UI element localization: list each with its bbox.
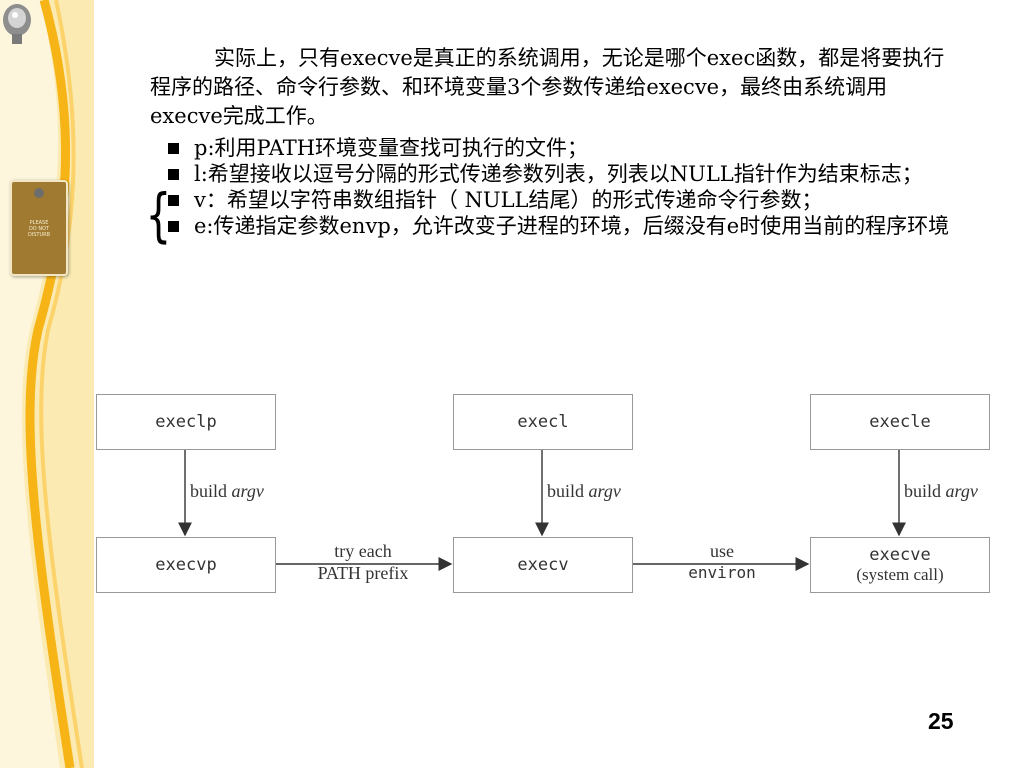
slide-text: 实际上，只有execve是真正的系统调用，无论是哪个exec函数，都是将要执行程… — [150, 44, 950, 239]
decorative-sidebar: PLEASE DO NOT DISTURB — [0, 0, 94, 768]
door-knob-icon — [3, 4, 31, 44]
edge-label-try-each: try each PATH prefix — [300, 540, 426, 584]
box-label: execve — [869, 545, 931, 565]
edge-label-build-argv-3: build argv — [904, 480, 978, 502]
do-not-disturb-sign: PLEASE DO NOT DISTURB — [10, 180, 68, 276]
bullet-square-icon — [168, 169, 179, 180]
bullet-square-icon — [168, 143, 179, 154]
box-execv: execv — [453, 537, 633, 593]
page-number: 25 — [928, 708, 954, 734]
bullet-square-icon — [168, 195, 179, 206]
box-label: execlp — [155, 412, 217, 432]
box-label: execl — [517, 412, 569, 432]
edge-label-build-argv-2: build argv — [547, 480, 621, 502]
list-item-text: v：希望以字符串数组指针（ NULL结尾）的形式传递命令行参数； — [194, 188, 823, 212]
curly-brace: { — [145, 181, 172, 249]
sign-hole — [34, 188, 44, 198]
list-item-text: p:利用PATH环境变量查找可执行的文件； — [194, 136, 589, 160]
suffix-list: p:利用PATH环境变量查找可执行的文件； l:希望接收以逗号分隔的形式传递参数… — [150, 135, 950, 239]
list-item-l: l:希望接收以逗号分隔的形式传递参数列表，列表以NULL指针作为结束标志； — [150, 161, 950, 187]
edge-text: build — [190, 481, 228, 501]
edge-label-build-argv-1: build argv — [190, 480, 264, 502]
edge-text-mono: environ — [688, 563, 756, 582]
list-item-v: v：希望以字符串数组指针（ NULL结尾）的形式传递命令行参数； — [150, 187, 950, 213]
list-item-e: e:传递指定参数envp，允许改变子进程的环境，后缀没有e时使用当前的程序环境 — [150, 213, 950, 239]
box-execle: execle — [810, 394, 990, 450]
box-label: execle — [869, 412, 931, 432]
edge-text: use — [710, 541, 734, 561]
box-sublabel: (system call) — [856, 565, 944, 584]
box-label: execvp — [155, 555, 217, 575]
orange-swoosh — [21, 0, 94, 768]
box-execve: execve (system call) — [810, 537, 990, 593]
list-item-p: p:利用PATH环境变量查找可执行的文件； — [150, 135, 950, 161]
intro-paragraph: 实际上，只有execve是真正的系统调用，无论是哪个exec函数，都是将要执行程… — [150, 46, 945, 128]
edge-text: try each — [334, 541, 392, 561]
box-label: execv — [517, 555, 569, 575]
edge-text: build — [547, 481, 585, 501]
edge-label-use-environ: use environ — [662, 540, 782, 584]
box-execvp: execvp — [96, 537, 276, 593]
edge-text: PATH prefix — [317, 563, 409, 583]
list-item-text: l:希望接收以逗号分隔的形式传递参数列表，列表以NULL指针作为结束标志； — [194, 162, 923, 186]
list-item-text: e:传递指定参数envp，允许改变子进程的环境，后缀没有e时使用当前的程序环境 — [194, 214, 950, 238]
sign-text: PLEASE DO NOT DISTURB — [27, 220, 51, 238]
edge-text-italic: argv — [945, 481, 978, 501]
bullet-square-icon — [168, 221, 179, 232]
edge-text: build — [904, 481, 942, 501]
edge-text-italic: argv — [588, 481, 621, 501]
edge-text-italic: argv — [231, 481, 264, 501]
box-execl: execl — [453, 394, 633, 450]
box-execlp: execlp — [96, 394, 276, 450]
